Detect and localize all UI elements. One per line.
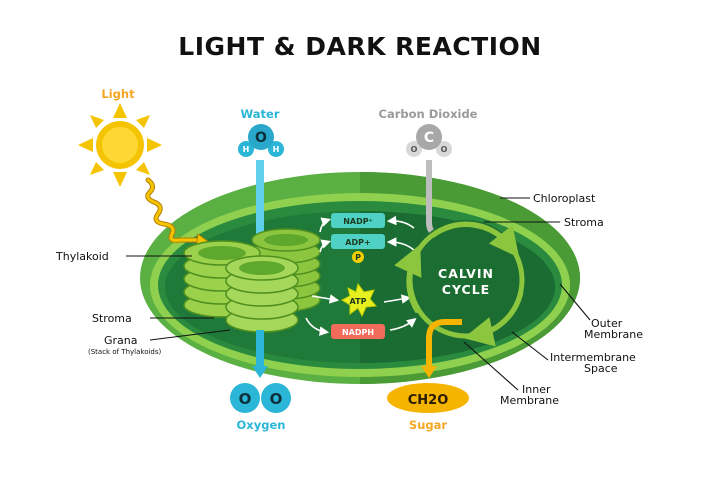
inner-membrane-label-2: Membrane: [500, 394, 559, 407]
title: LIGHT & DARK REACTION: [178, 32, 541, 61]
water-o: O: [255, 130, 267, 146]
phosphate-label: P: [355, 253, 361, 262]
stroma-left-label: Stroma: [92, 312, 132, 325]
nadp-label: NADP⁺: [343, 217, 373, 226]
calvin-line-1: CALVIN: [438, 266, 494, 281]
nadph-pill: NADPH: [331, 324, 385, 339]
thylakoid-label: Thylakoid: [55, 250, 109, 263]
flow-arrows: [305, 215, 417, 336]
oxygen-label: Oxygen: [237, 418, 286, 432]
oxygen-molecule-icon: O O: [230, 383, 291, 413]
outer-membrane-label-1: Outer: [591, 317, 623, 330]
phosphate-badge: P: [352, 251, 364, 263]
grana-label: Grana: [104, 334, 138, 347]
stroma-right-label: Stroma: [564, 216, 604, 229]
sun-icon: [78, 103, 162, 187]
grana-note: (Stack of Thylakoids): [88, 348, 162, 356]
chloroplast-label: Chloroplast: [533, 192, 596, 205]
nadp-pill: NADP⁺: [331, 213, 385, 228]
water-label: Water: [240, 107, 279, 121]
adp-label: ADP+: [345, 238, 370, 247]
carbon-dioxide-molecule-icon: C O O: [406, 124, 452, 157]
water-h-left: H: [243, 145, 250, 154]
light-label: Light: [101, 87, 135, 101]
co2-c: C: [424, 130, 434, 146]
grana-stack-front: [225, 255, 299, 333]
co2-o-right: O: [441, 145, 448, 154]
oxygen-o-left: O: [239, 390, 252, 408]
atp-badge: ATP: [340, 282, 378, 318]
calvin-cycle: CALVIN CYCLE: [394, 220, 526, 347]
inner-membrane-label-1: Inner: [522, 383, 551, 396]
oxygen-arrow: [252, 330, 268, 378]
co2-o-left: O: [411, 145, 418, 154]
carbon-dioxide-label: Carbon Dioxide: [379, 107, 478, 121]
sugar-arrow: [421, 319, 462, 378]
sugar-label: Sugar: [409, 418, 447, 432]
outer-membrane-label-2: Membrane: [584, 328, 643, 341]
sugar-molecule-icon: CH2O: [387, 383, 469, 413]
water-h-right: H: [273, 145, 280, 154]
leader-lines: [126, 197, 591, 391]
oxygen-o-right: O: [270, 390, 283, 408]
nadph-label: NADPH: [342, 328, 374, 337]
sugar-formula: CH2O: [408, 393, 449, 408]
adp-pill: ADP+: [331, 234, 385, 249]
calvin-line-2: CYCLE: [442, 282, 490, 297]
water-molecule-icon: O H H: [238, 124, 284, 157]
intermembrane-label-2: Space: [584, 362, 618, 375]
atp-label: ATP: [350, 297, 367, 306]
intermembrane-label-1: Intermembrane: [550, 351, 636, 364]
